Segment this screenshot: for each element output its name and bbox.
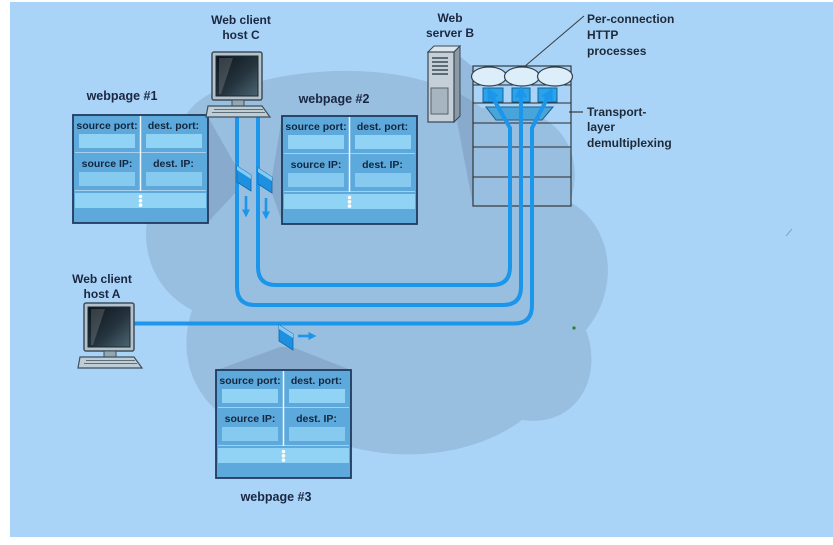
host-c-computer-icon [205,51,271,118]
field-source-port: source port: [285,121,346,133]
packet-table-webpage1: source port: dest. port: source IP: dest… [72,114,209,224]
field-source-ip: source IP: [291,159,342,171]
connection-hostC-2 [235,85,528,307]
host-c-label: Web client host C [211,13,271,42]
beam-server-to-stack [457,54,473,205]
network-cloud [146,70,608,455]
field-dest-port: dest. port: [291,375,342,387]
field-dest-ip: dest. IP: [153,158,194,170]
per-connection-line1: Per-connection [587,12,674,26]
beam-table1-to-packet [208,117,237,222]
packet-table-webpage3: source port: dest. port: source IP: dest… [215,369,352,479]
pointer-per-connection [523,15,585,68]
packet-direction-arrows [241,196,317,341]
host-a-label-line1: Web client [72,272,132,286]
caption-webpage2: webpage #2 [298,92,370,106]
connection-hostC-1 [256,87,512,287]
field-dest-port: dest. port: [357,121,408,133]
packet-table-webpage2: source port: dest. port: source IP: dest… [281,115,418,225]
host-c-label-line1: Web client [211,13,271,27]
per-connection-annotation: Per-connection HTTP processes [587,12,674,58]
transport-line2: layer [587,120,615,134]
field-dest-ip: dest. IP: [296,413,337,425]
caption-webpage1: webpage #1 [86,89,158,103]
transport-line3: demultiplexing [587,136,672,150]
per-connection-line3: processes [587,44,647,58]
packet-markers [236,165,294,351]
transport-annotation: Transport- layer demultiplexing [587,105,672,150]
http-process-ellipses [470,66,574,87]
server-b-icon [426,44,462,124]
beam-table2-to-packet [272,117,282,222]
per-connection-line2: HTTP [587,28,618,42]
server-b-label: Web server B [426,11,474,40]
field-source-port: source port: [76,120,137,132]
host-a-label: Web client host A [72,272,132,301]
field-dest-port: dest. port: [148,120,199,132]
host-a-computer-icon [77,302,143,369]
server-b-label-line2: server B [426,26,474,40]
caption-webpage3: webpage #3 [240,490,312,504]
field-source-port: source port: [219,375,280,387]
field-source-ip: source IP: [82,158,133,170]
beam-table3-to-packet [217,347,351,370]
field-source-ip: source IP: [225,413,276,425]
field-dest-ip: dest. IP: [362,159,403,171]
transport-line1: Transport- [587,105,646,119]
canvas-background [10,2,833,537]
tcp-connections [118,85,553,326]
connection-hostA [118,87,553,326]
host-a-label-line2: host A [84,287,121,301]
server-b-label-line1: Web [437,11,462,25]
stray-slash-mark [785,228,793,237]
host-c-label-line2: host C [222,28,260,42]
stray-green-dot [572,326,576,330]
